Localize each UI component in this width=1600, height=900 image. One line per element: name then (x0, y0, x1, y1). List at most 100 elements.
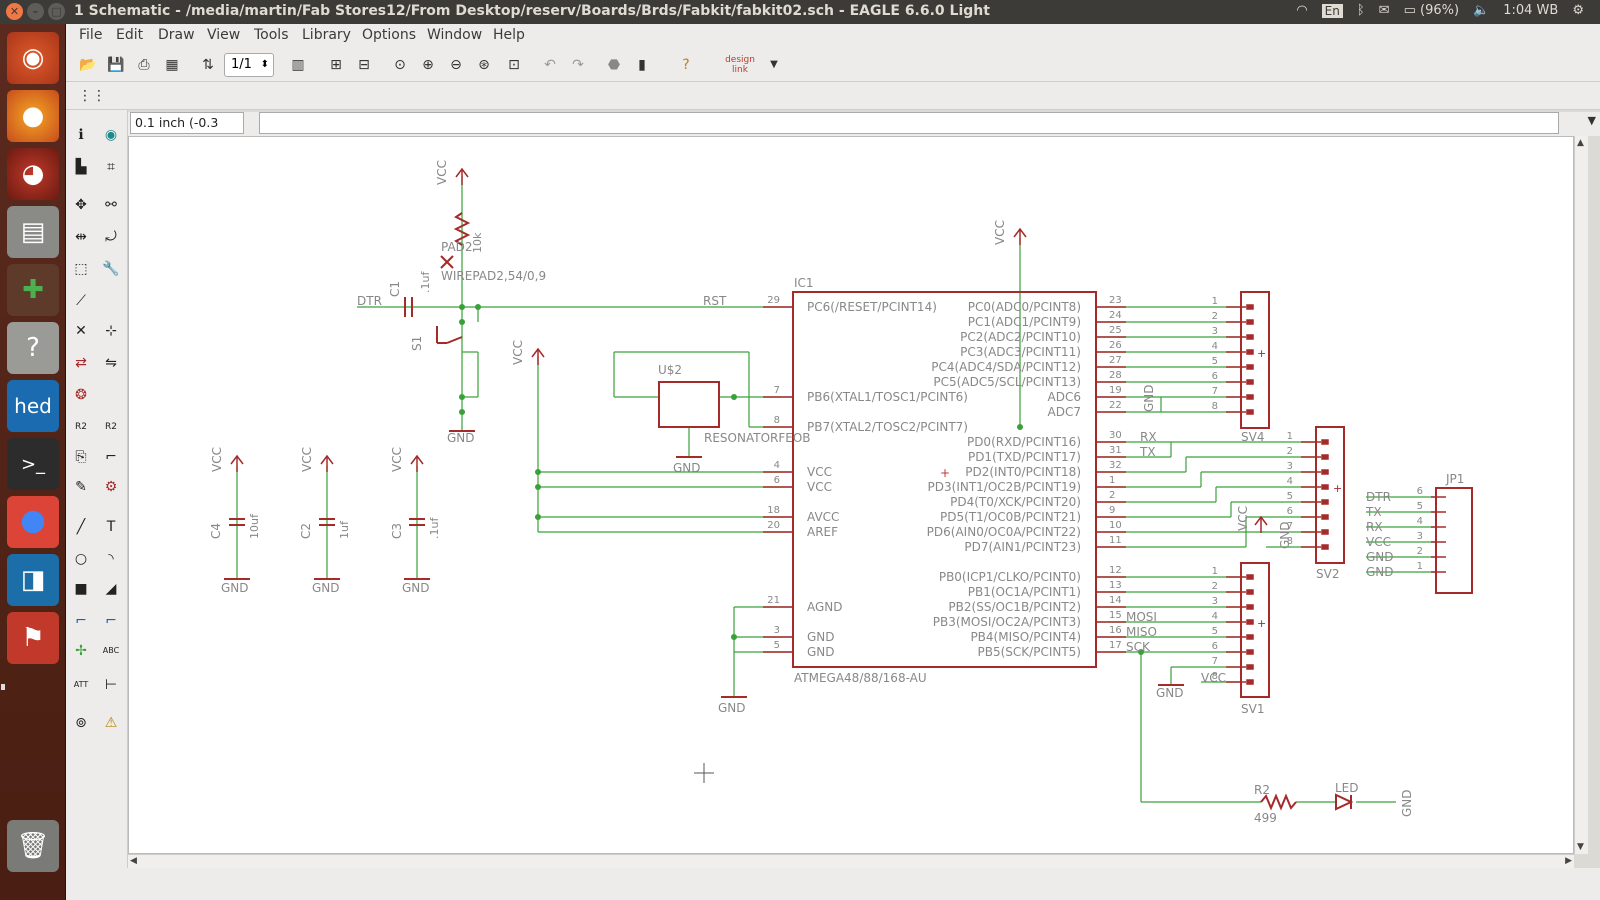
command-line-input[interactable] (259, 112, 1559, 134)
eagle-icon[interactable]: ⚑ (7, 612, 59, 664)
sv1-body[interactable] (1240, 562, 1270, 698)
label-icon[interactable]: ABC (102, 646, 120, 655)
rect-icon[interactable]: ■ (74, 581, 88, 597)
wire-icon[interactable]: ╱ (76, 519, 86, 535)
chevron-down-icon[interactable]: ▼ (1587, 114, 1596, 127)
open-icon[interactable]: 📂 (79, 57, 97, 73)
chevron-down-icon[interactable]: ▼ (770, 59, 778, 70)
scroll-up-icon[interactable]: ▲ (1577, 138, 1584, 148)
software-center-icon[interactable]: ✚ (7, 264, 59, 316)
stop-icon[interactable]: ⬣ (607, 57, 621, 73)
trash-icon[interactable]: 🗑 (7, 820, 59, 872)
erc-icon[interactable]: ⊚ (75, 715, 87, 731)
mirror-icon[interactable]: ⇹ (75, 229, 87, 245)
keyboard-layout-indicator[interactable]: En (1321, 3, 1343, 18)
hed-app-icon[interactable]: hed (7, 380, 59, 432)
ubuntu-dash-icon[interactable]: ◉ (7, 32, 59, 84)
firefox-icon[interactable]: ● (7, 90, 59, 142)
show-icon[interactable]: ◉ (104, 127, 118, 143)
pinswap-icon[interactable]: ⇄ (75, 355, 87, 371)
go-icon[interactable]: ▮ (638, 57, 646, 73)
scroll-down-icon[interactable]: ▼ (1577, 842, 1584, 852)
zoom-redraw-icon[interactable]: ⊛ (478, 57, 490, 73)
replace-icon[interactable]: ⇋ (105, 355, 117, 371)
zoom-select-icon[interactable]: ⊡ (508, 57, 520, 73)
bus-icon[interactable]: ⌐ (75, 613, 87, 629)
display-icon[interactable]: ▙ (75, 159, 87, 175)
menu-library[interactable]: Library (302, 27, 351, 43)
mark-icon[interactable]: ⌗ (107, 159, 115, 175)
wifi-icon[interactable]: ◠ (1296, 3, 1308, 18)
polygon-icon[interactable]: ◢ (105, 581, 117, 597)
horizontal-scrollbar[interactable]: ◀ ▶ (128, 854, 1574, 868)
menu-tools[interactable]: Tools (254, 27, 289, 43)
clock[interactable]: 1:04 WB (1503, 3, 1559, 18)
scroll-right-icon[interactable]: ▶ (1565, 856, 1572, 866)
copy-icon[interactable]: ⚯ (105, 197, 117, 213)
miter-icon[interactable]: ⌐ (105, 449, 117, 465)
jp1-body[interactable] (1435, 487, 1473, 594)
scroll-left-icon[interactable]: ◀ (130, 856, 137, 866)
minimize-button[interactable]: – (27, 3, 44, 20)
zoom-fit-icon[interactable]: ⊙ (394, 57, 406, 73)
volume-icon[interactable]: 🔈 (1473, 3, 1490, 18)
zoom-in-icon[interactable]: ⊕ (422, 57, 434, 73)
change-icon[interactable]: 🔧 (102, 261, 120, 277)
help-icon[interactable]: ? (682, 57, 690, 73)
menu-edit[interactable]: Edit (116, 27, 144, 43)
ulp-icon[interactable]: ⊟ (358, 57, 370, 73)
value-icon[interactable]: R2 (105, 422, 117, 432)
dimension-icon[interactable]: ⊢ (104, 677, 118, 693)
script-icon[interactable]: ⊞ (330, 57, 342, 73)
arc-icon[interactable]: ◝ (108, 551, 114, 567)
save-icon[interactable]: 💾 (107, 57, 125, 73)
chrome-icon[interactable] (7, 496, 59, 548)
ic1-body[interactable] (792, 291, 1097, 668)
attribute-icon[interactable]: ATT (73, 680, 89, 689)
sv2-body[interactable] (1315, 426, 1345, 564)
menu-draw[interactable]: Draw (158, 27, 195, 43)
mail-icon[interactable]: ✉ (1378, 3, 1390, 18)
name-icon[interactable]: R2 (75, 422, 87, 432)
board-icon[interactable]: ▥ (291, 57, 305, 73)
sv4-body[interactable] (1240, 291, 1270, 429)
circle-icon[interactable]: ○ (74, 551, 88, 567)
redo-icon[interactable]: ↷ (572, 57, 584, 73)
menu-help[interactable]: Help (493, 27, 525, 43)
battery-indicator[interactable]: ▭ (96%) (1404, 3, 1459, 18)
maximize-button[interactable]: □ (48, 3, 65, 20)
help-icon[interactable]: ? (7, 322, 59, 374)
gateswap-icon[interactable]: ❂ (75, 387, 87, 403)
undo-icon[interactable]: ↶ (544, 57, 556, 73)
net-icon[interactable]: ⌐ (105, 613, 117, 629)
grid-icon[interactable]: ⋮⋮ (78, 88, 106, 104)
vertical-scrollbar[interactable]: ▲ ▼ (1574, 136, 1588, 854)
zoom-out-icon[interactable]: ⊖ (450, 57, 462, 73)
files-icon[interactable]: ▤ (7, 206, 59, 258)
split-icon[interactable]: ✎ (75, 479, 87, 495)
add-icon[interactable]: ⊹ (105, 323, 117, 339)
menu-window[interactable]: Window (427, 27, 483, 43)
delete-icon[interactable]: ✕ (75, 323, 87, 339)
sheet-icon[interactable]: ⇅ (202, 57, 214, 73)
sheet-selector[interactable]: 1/1⬍ (224, 53, 274, 77)
designlink-button[interactable]: design link (725, 55, 755, 75)
virtualbox-icon[interactable]: ◨ (7, 554, 59, 606)
errors-icon[interactable]: ⚠ (104, 715, 118, 731)
cam-processor-icon[interactable]: ▦ (165, 57, 179, 73)
junction-icon[interactable]: ✢ (75, 643, 87, 659)
invoke-icon[interactable]: ⚙ (104, 479, 118, 495)
text-icon[interactable]: T (106, 519, 116, 535)
group-icon[interactable]: ⬚ (74, 261, 88, 277)
close-button[interactable]: ✕ (6, 3, 23, 20)
paste-icon[interactable]: ⟋ (76, 293, 86, 309)
bluetooth-icon[interactable]: ᛒ (1356, 3, 1365, 18)
resonator-body[interactable] (658, 381, 720, 428)
print-icon[interactable]: ⎙ (138, 57, 150, 73)
rotate-icon[interactable]: ⤾ (105, 229, 117, 245)
menu-options[interactable]: Options (362, 27, 417, 43)
info-icon[interactable]: ℹ (78, 127, 84, 143)
app-icon-red[interactable]: ◕ (7, 148, 59, 200)
